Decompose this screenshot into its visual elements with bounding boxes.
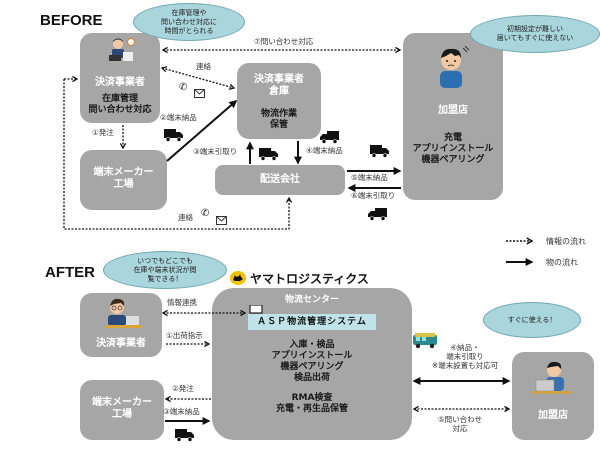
- yamato-brand-name: ヤマトロジスティクス: [250, 272, 369, 286]
- before-heading: BEFORE: [40, 12, 103, 29]
- logistics-center-tasks: 入庫・検品 アプリインストール 機器ペアリング 検品出荷: [271, 340, 353, 383]
- before-delivery-title: 配送会社: [260, 174, 300, 185]
- before-payment-provider-title: 決済事業者: [95, 77, 145, 88]
- before-warehouse-title: 決済事業者 倉庫: [254, 74, 304, 97]
- label-contact-bottom: 連絡: [178, 213, 193, 222]
- label-deliver-2: ②端末納品: [160, 113, 197, 122]
- truck-icon: [164, 127, 184, 146]
- after-heading: AFTER: [45, 264, 95, 281]
- before-payment-provider-box: 決済事業者 在庫管理 問い合わせ対応: [80, 33, 160, 123]
- label-deliver-pickup-4: ④納品・ 端末引取り ※端末設置も対応可: [431, 343, 499, 370]
- after-merchant-bubble: すぐに使える！: [483, 302, 581, 338]
- after-maker-box: 端末メーカー 工場: [80, 380, 164, 440]
- logistics-center-rma-tasks: RMA検査 充電・再生品保管: [275, 393, 348, 414]
- before-payment-provider-tasks: 在庫管理 問い合わせ対応: [88, 94, 152, 115]
- after-merchant-title: 加盟店: [538, 410, 568, 421]
- busy-worker-illustration-icon: [106, 37, 136, 63]
- legend-info-flow: 情報の流れ: [546, 237, 586, 246]
- before-warehouse-tasks: 物流作業 保管: [260, 109, 297, 130]
- after-merchant-box: 加盟店: [512, 352, 594, 440]
- label-deliver-3: ③端末納品: [163, 407, 200, 416]
- label-order-2: ②発注: [172, 384, 194, 393]
- delivery-van-icon: [413, 333, 439, 353]
- before-merchant-box: 加盟店 充電 アプリインストール 機器ペアリング: [403, 33, 503, 200]
- label-deliver-4: ④端末納品: [306, 146, 343, 155]
- label-contact-top: 連絡: [196, 62, 211, 71]
- after-payment-provider-bubble: いつでもどこでも 在庫や端末状況が閲 覧できる！: [103, 251, 227, 289]
- mail-icon: [194, 83, 205, 102]
- legend-goods-flow: 物の流れ: [546, 258, 578, 267]
- logistics-center-title: 物流センター: [284, 295, 339, 305]
- before-warehouse-box: 決済事業者 倉庫 物流作業 保管: [237, 63, 321, 139]
- merchant-with-laptop-illustration-icon: [532, 360, 572, 400]
- label-ship-order-1: ①出荷指示: [166, 331, 203, 340]
- after-payment-provider-title: 決済事業者: [96, 338, 146, 349]
- happy-worker-illustration-icon: [104, 298, 144, 330]
- label-pickup-3: ③端末引取り: [193, 147, 238, 156]
- label-inquiry-5: ⑤問い合わせ 対応: [437, 415, 483, 433]
- truck-icon: [367, 206, 387, 225]
- after-payment-provider-box: 決済事業者: [80, 293, 162, 357]
- troubled-person-illustration-icon: [435, 45, 471, 90]
- before-maker-title: 端末メーカー 工場: [93, 167, 154, 190]
- truck-icon: [370, 143, 390, 162]
- truck-icon: [319, 129, 339, 148]
- label-info-link: 情報連携: [167, 298, 197, 307]
- before-merchant-title: 加盟店: [438, 105, 468, 116]
- black-cat-logo-icon: [230, 270, 246, 285]
- after-maker-title: 端末メーカー 工場: [92, 397, 152, 420]
- asp-system-label: ＡＳＰ物流管理システム: [248, 314, 376, 330]
- before-maker-box: 端末メーカー 工場: [80, 150, 167, 210]
- before-payment-provider-bubble: 在庫管理や 問い合わせ対応に 時間がとられる: [133, 3, 245, 41]
- mail-icon: [216, 210, 227, 229]
- arrow-deliver-2: [166, 99, 238, 162]
- before-delivery-box: 配送会社: [215, 165, 345, 195]
- label-deliver-5: ⑤端末納品: [351, 173, 388, 182]
- label-order-1: ①発注: [92, 128, 114, 137]
- label-inquiry-7: ⑦問い合わせ対応: [254, 37, 314, 46]
- phone-icon: ✆: [179, 82, 188, 93]
- phone-icon: ✆: [201, 208, 210, 219]
- truck-icon: [259, 146, 279, 165]
- before-merchant-tasks: 充電 アプリインストール 機器ペアリング: [412, 133, 494, 165]
- arrow-contact-bottom: [63, 79, 293, 230]
- arrow-contact-top: [160, 66, 236, 90]
- label-pickup-6: ⑥端末引取り: [351, 191, 396, 200]
- truck-icon: [175, 427, 195, 446]
